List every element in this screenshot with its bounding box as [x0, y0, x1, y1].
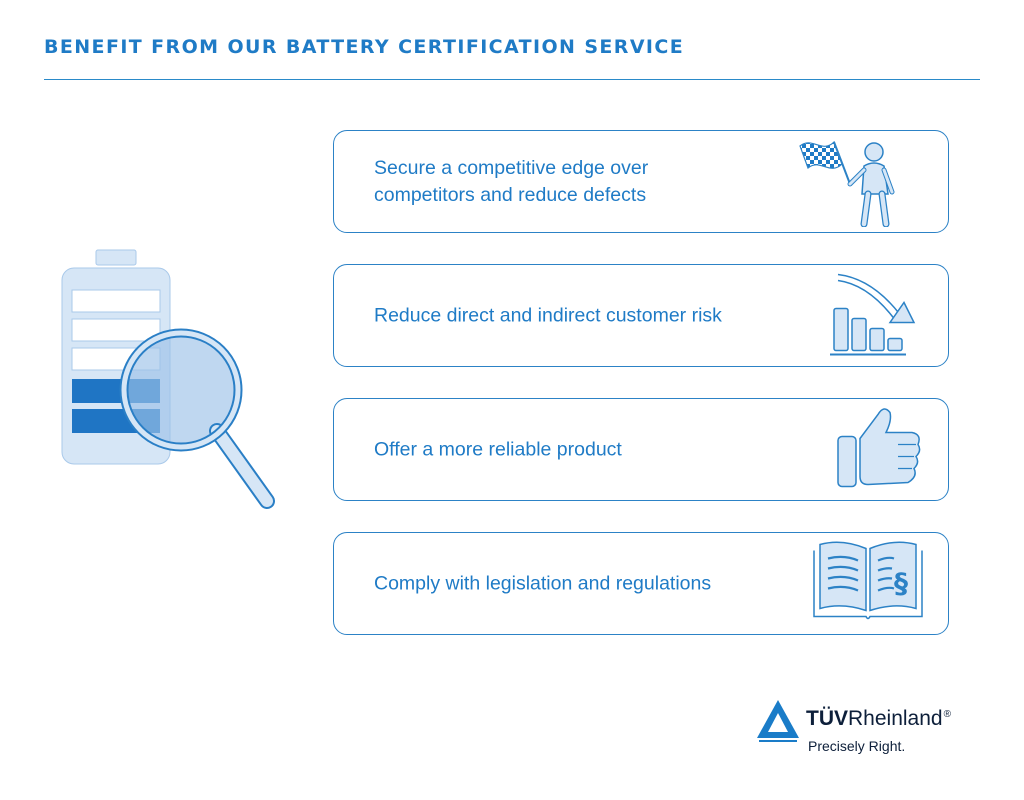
title-divider	[44, 79, 980, 80]
battery-magnifier-icon	[56, 246, 286, 531]
benefit-card-legislation: Comply with legislation and regulations …	[333, 532, 949, 635]
benefit-card-competitive-edge: Secure a competitive edge over competito…	[333, 130, 949, 233]
benefit-card-customer-risk: Reduce direct and indirect customer risk	[333, 264, 949, 367]
declining-bar-chart-icon	[828, 268, 928, 363]
law-book-icon: §	[808, 536, 928, 631]
svg-text:§: §	[894, 566, 908, 599]
brand-tagline: Precisely Right.	[808, 738, 906, 754]
benefit-text: Offer a more reliable product	[374, 438, 622, 460]
tuv-triangle-logo-icon	[757, 700, 799, 742]
benefit-text: Reduce direct and indirect customer risk	[374, 304, 722, 326]
benefit-text: Secure a competitive edge over competito…	[374, 156, 649, 206]
benefit-text: Comply with legislation and regulations	[374, 572, 712, 594]
finish-flag-person-icon	[798, 132, 928, 232]
tuv-rheinland-logo: TÜVRheinland® Precisely Right.	[755, 698, 990, 768]
brand-name: TÜVRheinland®	[806, 707, 951, 730]
benefit-card-reliable-product: Offer a more reliable product	[333, 398, 949, 501]
page-title: BENEFIT FROM OUR BATTERY CERTIFICATION S…	[44, 36, 685, 58]
thumbs-up-icon	[828, 402, 928, 497]
